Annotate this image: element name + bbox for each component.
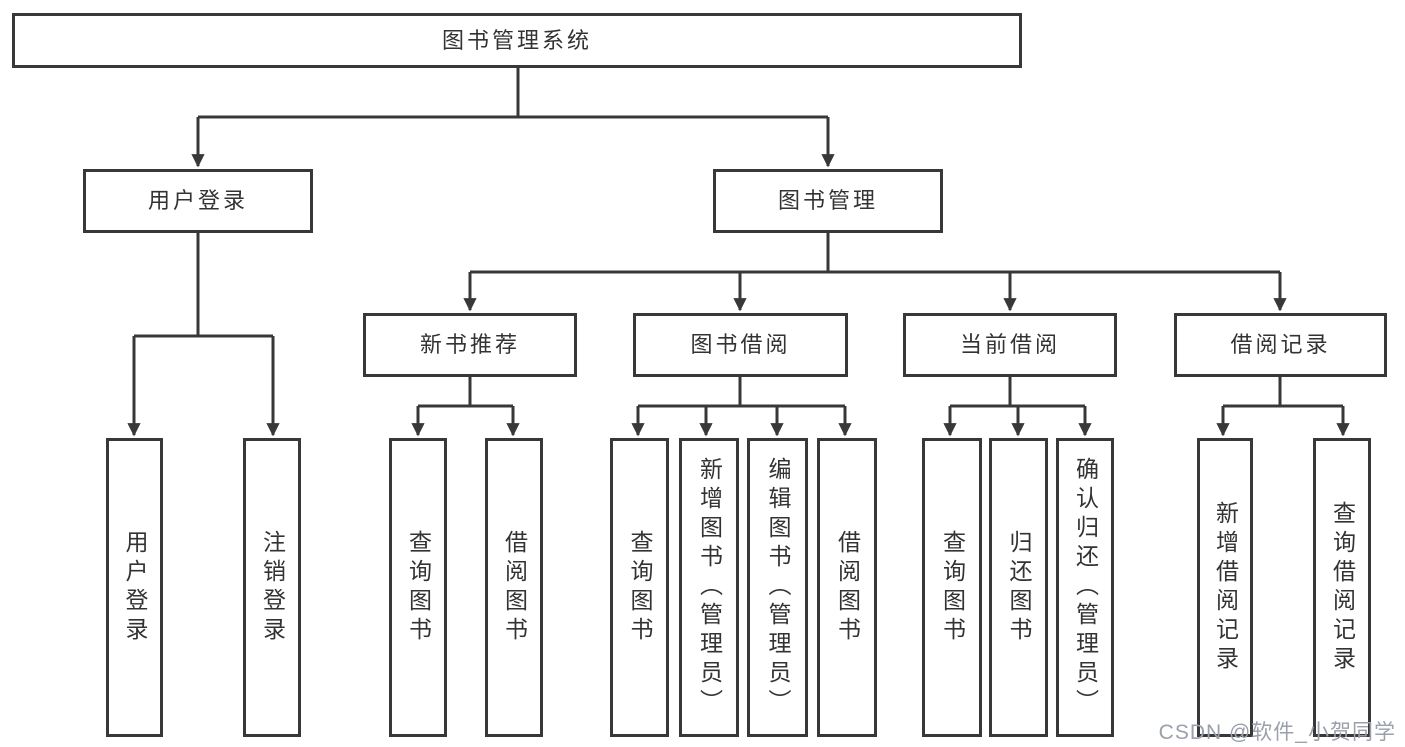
node-label: 借阅图书 [501, 529, 528, 646]
connector-trunks [134, 68, 1343, 408]
node-label: 新增图书（管理员） [696, 457, 723, 718]
node-book-borrowing: 图书借阅 [633, 313, 848, 377]
node-label: 查询图书 [627, 529, 653, 646]
leaf-confirm-return-admin: 确认归还（管理员） [1056, 438, 1114, 737]
node-label: 图书管理系统 [441, 27, 592, 53]
node-label: 用户登录 [147, 188, 248, 213]
leaf-add-books-admin: 新增图书（管理员） [679, 438, 739, 737]
node-label: 编辑图书（管理员） [765, 457, 791, 718]
leaf-return-books: 归还图书 [989, 438, 1048, 737]
node-label: 归还图书 [1006, 529, 1032, 646]
leaf-query-borrow-record: 查询借阅记录 [1313, 438, 1371, 737]
node-borrowing-records: 借阅记录 [1174, 313, 1387, 377]
node-label: 注销登录 [259, 529, 286, 646]
watermark: CSDN @软件_小贺同学 [1158, 721, 1396, 744]
leaf-add-borrow-record: 新增借阅记录 [1197, 438, 1253, 737]
node-label: 用户登录 [122, 529, 148, 646]
node-label: 查询借阅记录 [1329, 500, 1356, 675]
leaf-user-login: 用户登录 [106, 438, 163, 737]
node-user-login: 用户登录 [83, 169, 313, 233]
node-label: 新书推荐 [419, 332, 520, 357]
node-label: 借阅图书 [834, 529, 861, 646]
node-label: 当前借阅 [959, 332, 1060, 357]
node-label: 查询图书 [939, 529, 966, 646]
leaf-query-books-current: 查询图书 [922, 438, 982, 737]
node-label: 图书借阅 [690, 332, 791, 357]
node-label: 图书管理 [777, 188, 878, 213]
node-new-book-recommendation: 新书推荐 [363, 313, 577, 377]
node-library-management-system: 图书管理系统 [12, 13, 1022, 68]
node-label: 查询图书 [405, 529, 432, 646]
leaf-borrow-books-recommend: 借阅图书 [485, 438, 543, 737]
leaf-logout: 注销登录 [243, 438, 301, 737]
node-label: 新增借阅记录 [1212, 500, 1239, 675]
node-current-borrowing: 当前借阅 [903, 313, 1117, 377]
leaf-edit-books-admin: 编辑图书（管理员） [747, 438, 808, 737]
node-label: 确认归还（管理员） [1072, 457, 1099, 718]
connector-arrows [127, 117, 1350, 437]
leaf-query-books-borrowing: 查询图书 [610, 438, 669, 737]
leaf-query-books-recommend: 查询图书 [389, 438, 447, 737]
node-book-management: 图书管理 [713, 169, 943, 233]
node-label: 借阅记录 [1230, 332, 1331, 357]
leaf-borrow-books-borrowing: 借阅图书 [817, 438, 877, 737]
